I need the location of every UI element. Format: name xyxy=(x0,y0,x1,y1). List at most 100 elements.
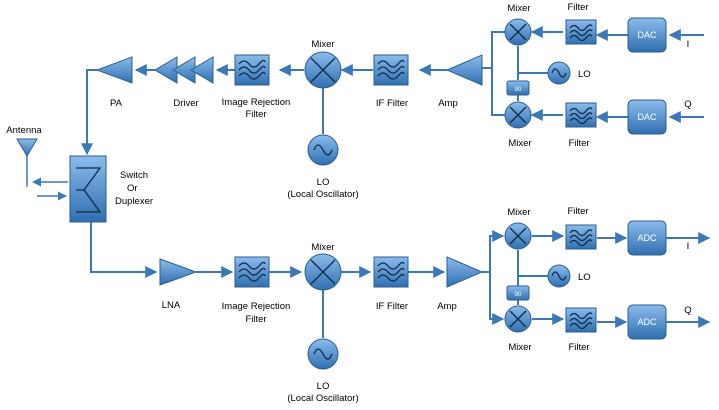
mixer-x-icon xyxy=(310,57,336,83)
rx-image-rejection-label-line2: Filter xyxy=(245,314,266,325)
tx-filter-q xyxy=(565,102,597,128)
dac-i-block: DAC xyxy=(627,17,667,53)
front-end: Antenna Switch Or Duplexer xyxy=(6,125,153,223)
rx-if-filter xyxy=(373,256,409,288)
rx-filter-q-label: Filter xyxy=(568,342,589,353)
sine-wave-icon xyxy=(313,348,333,360)
tx-if-filter-label: IF Filter xyxy=(376,98,408,109)
dac-i-label: DAC xyxy=(637,30,657,40)
wire-switch-to-lna xyxy=(90,222,158,278)
tx-mixer-q xyxy=(504,101,532,129)
rx-lna-label: LNA xyxy=(162,300,181,311)
antenna-icon xyxy=(16,138,38,187)
filter-icon xyxy=(238,59,266,80)
adc-i-label: ADC xyxy=(637,233,657,243)
mixer-x-icon xyxy=(310,259,336,285)
rx-iq-lo-label: LO xyxy=(578,272,591,283)
switch-label-line1: Switch xyxy=(120,170,148,181)
dac-q-block: DAC xyxy=(627,99,667,135)
rx-lo xyxy=(307,338,339,370)
adc-i-block: ADC xyxy=(627,220,667,256)
tx-lo-label-line1: LO xyxy=(317,177,330,188)
sine-wave-icon xyxy=(313,144,333,156)
rx-mixer-q-label: Mixer xyxy=(508,342,531,353)
rx-phase-shifter: 90 xyxy=(506,285,530,301)
tx-lo xyxy=(307,134,339,166)
tx-filter-i xyxy=(565,19,597,45)
tx-filter-q-label: Filter xyxy=(568,138,589,149)
wire-amp-to-mixer-top xyxy=(482,230,505,273)
sine-wave-icon xyxy=(551,271,567,281)
antenna-label: Antenna xyxy=(6,125,42,136)
switch-label-line3: Duplexer xyxy=(115,196,153,207)
tx-mixer-i-label: Mixer xyxy=(507,3,530,14)
mixer-x-icon xyxy=(509,227,527,245)
tx-lo-label-line2: (Local Oscillator) xyxy=(287,189,358,200)
tx-amp xyxy=(445,54,483,86)
i-input-label: I xyxy=(687,39,690,50)
mixer-x-icon xyxy=(509,310,527,328)
filter-icon xyxy=(377,261,405,282)
rx-image-rejection-label-line1: Image Rejection xyxy=(222,301,291,312)
tx-driver-label: Driver xyxy=(173,98,198,109)
tx-iq-lo xyxy=(547,61,571,85)
i-output-label: I xyxy=(687,241,690,252)
rx-mixer-q xyxy=(504,305,532,333)
tx-mixer xyxy=(304,51,342,89)
rx-amp xyxy=(446,256,484,288)
rx-phase-label: 90 xyxy=(515,292,522,298)
tx-pa-label: PA xyxy=(110,98,123,109)
tx-amp-label: Amp xyxy=(438,98,458,109)
tx-filter-i-label: Filter xyxy=(567,2,588,13)
rx-iq-lo xyxy=(547,264,571,288)
rx-filter-i-label: Filter xyxy=(567,206,588,217)
switch-duplexer xyxy=(69,155,107,223)
rx-filter-i xyxy=(565,224,597,250)
tx-chain: DAC I DAC Q Filter Filter Mixer xyxy=(81,2,704,200)
rx-mixer-i xyxy=(504,222,532,250)
switch-icon xyxy=(76,167,102,213)
filter-icon xyxy=(569,24,593,42)
mixer-x-icon xyxy=(509,106,527,124)
filter-icon xyxy=(238,261,266,282)
rx-lo-label-line2: (Local Oscillator) xyxy=(287,393,358,404)
tx-image-rejection-label-line1: Image Rejection xyxy=(222,97,291,108)
wire-pa-to-switch xyxy=(81,69,97,156)
rx-image-rejection-filter xyxy=(234,256,270,288)
q-output-label: Q xyxy=(684,305,691,316)
tx-image-rejection-filter xyxy=(234,54,270,86)
rx-if-filter-label: IF Filter xyxy=(376,301,408,312)
dac-q-label: DAC xyxy=(637,112,657,122)
tx-iq-lo-label: LO xyxy=(578,69,591,80)
filter-icon xyxy=(569,312,593,330)
filter-icon xyxy=(569,229,593,247)
rx-lo-label-line1: LO xyxy=(317,381,330,392)
filter-icon xyxy=(377,59,405,80)
tx-phase-label: 90 xyxy=(515,87,522,93)
tx-mixer-label: Mixer xyxy=(311,39,334,50)
mixer-x-icon xyxy=(509,23,527,41)
rx-chain: LNA Image Rejection Filter Mixer LO (Loc… xyxy=(90,206,711,404)
sine-wave-icon xyxy=(551,68,567,78)
rx-lna xyxy=(159,258,198,286)
tx-image-rejection-label-line2: Filter xyxy=(245,109,266,120)
rx-filter-q xyxy=(565,307,597,333)
tx-pa xyxy=(95,56,133,84)
rx-mixer xyxy=(304,253,342,291)
tx-mixer-q-label: Mixer xyxy=(508,138,531,149)
rx-mixer-i-label: Mixer xyxy=(507,207,530,218)
switch-label-line2: Or xyxy=(127,183,138,194)
wire-amp-to-mixer-bot xyxy=(489,272,505,325)
tx-mixer-i xyxy=(504,18,532,46)
wire-mixer-top-to-amp xyxy=(482,31,505,69)
tx-if-filter xyxy=(373,54,409,86)
rx-mixer-label: Mixer xyxy=(311,242,334,253)
q-input-label: Q xyxy=(684,99,691,110)
tx-phase-shifter: 90 xyxy=(506,80,530,96)
wire-mixer-bot-to-amp xyxy=(491,68,505,116)
adc-q-label: ADC xyxy=(637,317,657,327)
adc-q-block: ADC xyxy=(627,304,667,340)
tx-driver xyxy=(154,56,214,84)
rx-amp-label: Amp xyxy=(437,301,457,312)
